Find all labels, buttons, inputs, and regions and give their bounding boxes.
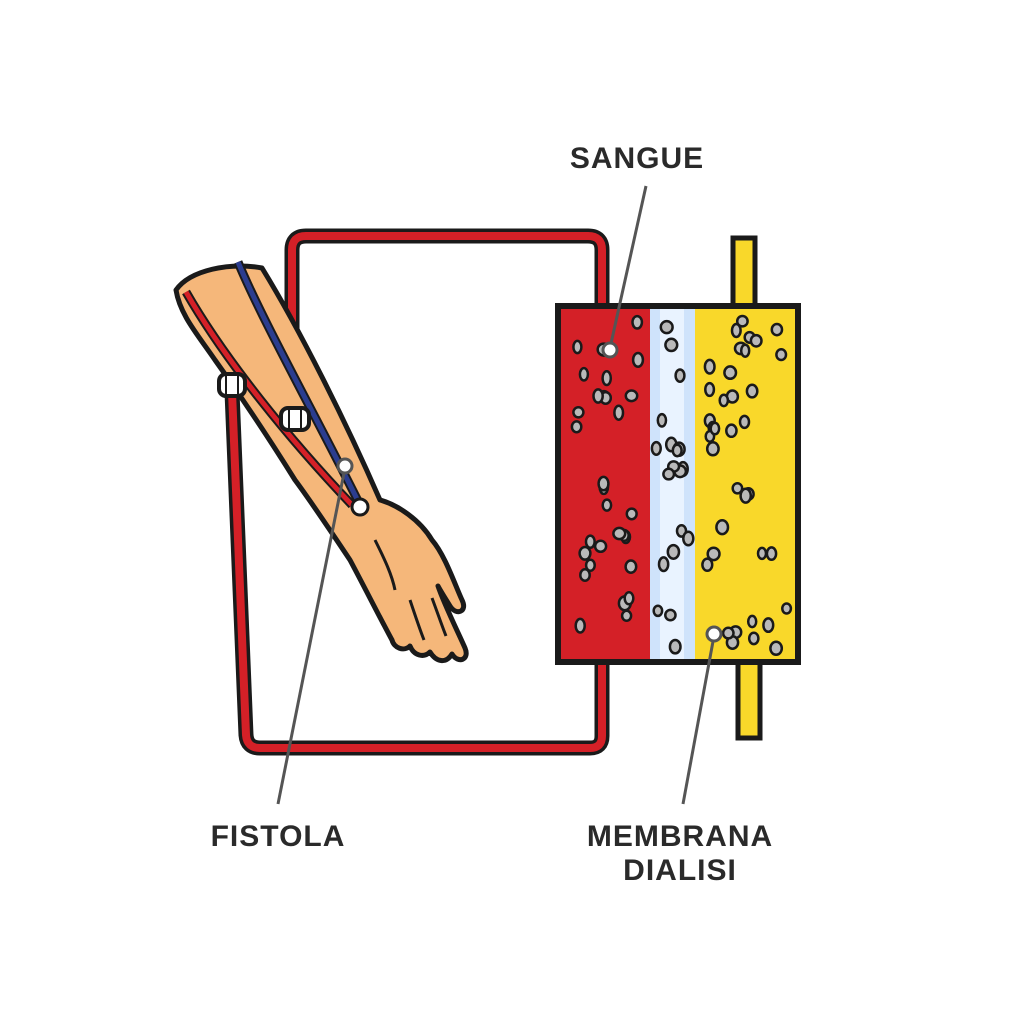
- solute-particle: [657, 556, 670, 573]
- solute-particle: [674, 368, 686, 383]
- solute-particle: [624, 559, 638, 574]
- solute-particle: [715, 519, 730, 536]
- solute-particle: [735, 314, 749, 328]
- solute-particle: [703, 358, 716, 375]
- solute-particle: [664, 337, 679, 353]
- solute-particle: [705, 441, 720, 457]
- solute-particles: [570, 314, 793, 657]
- solute-particle: [730, 322, 742, 339]
- solute-particle: [623, 591, 635, 606]
- label-membrane-line1: MEMBRANA: [587, 820, 773, 853]
- solute-particle: [682, 530, 695, 547]
- solute-particle: [574, 617, 586, 634]
- dialyzer: [555, 235, 801, 741]
- solute-particle: [746, 614, 758, 629]
- leader-lines: [276, 185, 723, 805]
- solute-particle: [739, 487, 753, 504]
- solute-particle: [739, 343, 751, 358]
- solute-particle: [769, 640, 784, 657]
- solute-particle: [745, 383, 759, 399]
- solute-particle: [662, 467, 676, 481]
- solute-particle: [721, 626, 735, 640]
- solute-particle: [731, 481, 744, 495]
- solute-particle: [584, 558, 596, 572]
- solute-particle: [592, 388, 604, 404]
- solute-particle: [668, 638, 682, 655]
- solute-particle: [704, 381, 716, 398]
- solute-particle: [718, 393, 730, 408]
- solute-particle: [652, 604, 664, 618]
- solute-particle: [624, 389, 639, 403]
- solute-particle: [781, 602, 793, 615]
- solute-particle: [709, 421, 721, 436]
- solute-particle: [620, 609, 633, 623]
- solute-particle: [762, 617, 775, 634]
- arm-illustration: [173, 260, 469, 663]
- blood-tubing: [224, 228, 610, 756]
- label-blood: SANGUE: [570, 142, 704, 175]
- solute-particle: [738, 414, 751, 430]
- solute-particle: [578, 545, 592, 561]
- solute-particle: [664, 608, 677, 622]
- solute-particle: [612, 526, 627, 541]
- solute-particle: [579, 568, 591, 582]
- solute-particle: [570, 420, 583, 434]
- solute-particle: [725, 423, 738, 439]
- needle-connector-icon: [217, 372, 247, 398]
- solute-particle: [723, 365, 738, 381]
- solute-particle: [765, 546, 778, 562]
- label-fistula: FISTOLA: [211, 820, 346, 853]
- solute-particle: [584, 534, 596, 550]
- solute-particle: [706, 546, 721, 562]
- solute-particle: [656, 412, 668, 428]
- solute-particle: [613, 404, 625, 421]
- fistula-point: [350, 497, 370, 517]
- solute-particle: [775, 347, 788, 362]
- solute-particle: [701, 557, 714, 573]
- solute-particle: [749, 333, 763, 348]
- solute-particle: [601, 498, 613, 512]
- solute-particle: [578, 366, 590, 382]
- solute-particle: [671, 443, 683, 458]
- solute-particle: [625, 507, 638, 521]
- solute-particle: [572, 339, 583, 355]
- solute-particle: [770, 322, 784, 337]
- solute-particle: [601, 369, 613, 387]
- label-membrane-line2: DIALISI: [623, 854, 737, 887]
- solute-particle: [747, 631, 760, 646]
- solute-particle: [572, 405, 585, 419]
- solute-particle: [659, 319, 674, 335]
- solute-particle: [650, 440, 662, 456]
- solute-particle: [666, 543, 681, 560]
- needle-connector-icon: [279, 406, 311, 432]
- solute-particle: [756, 546, 768, 561]
- solute-particle: [631, 314, 644, 330]
- solute-particle: [631, 351, 645, 369]
- solute-particle: [597, 475, 610, 492]
- solute-particle: [593, 539, 608, 554]
